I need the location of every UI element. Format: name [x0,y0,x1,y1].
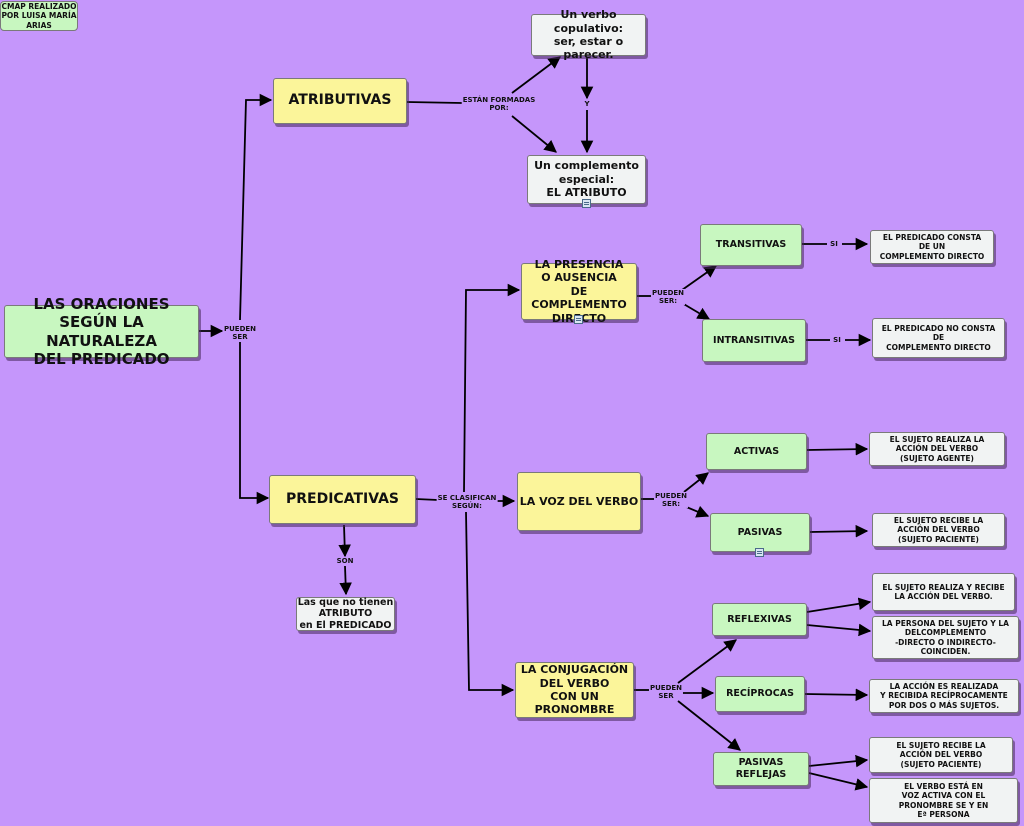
link-label-y: Y [583,99,591,109]
link-label-si-intransitivas: SI [832,335,842,345]
edge-reflexivas-def2 [806,623,872,637]
definition-pasivas-reflejas-1[interactable]: EL SUJETO RECIBE LA ACCIÓN DEL VERBO (SU… [869,737,1013,773]
concept-conjugacion[interactable]: LA CONJUGACIÓN DEL VERBO CON UN PRONOMBR… [515,662,634,718]
edge-pueden-activas [683,472,709,493]
edge-reflexivas-def1 [806,597,872,613]
link-label-pueden-ser-cd: PUEDEN SER: [650,288,686,306]
link-label-estan-formadas: ESTÁN FORMADAS POR: [461,95,537,113]
concept-complemento-especial[interactable]: Un complemento especial: EL ATRIBUTO [527,155,646,204]
link-label-pueden-ser-voz: PUEDEN SER: [653,491,689,509]
definition-reflexivas-1[interactable]: EL SUJETO REALIZA Y RECIBE LA ACCIÓN DEL… [872,573,1015,611]
definition-transitivas[interactable]: EL PREDICADO CONSTA DE UN COMPLEMENTO DI… [870,230,994,264]
resource-icon[interactable] [574,315,583,324]
concept-pasivas-reflejas[interactable]: PASIVAS REFLEJAS [713,752,809,786]
concept-reciprocas[interactable]: RECÍPROCAS [715,676,805,712]
resource-icon[interactable] [582,199,591,208]
concept-predicativas[interactable]: PREDICATIVAS [269,475,416,524]
edge-predicativas-seclas [415,498,439,501]
concept-sin-atributo[interactable]: Las que no tienen ATRIBUTO en El PREDICA… [296,596,395,631]
edge-activas-def [806,442,869,456]
concept-reflexivas[interactable]: REFLEXIVAS [712,603,807,636]
edge-pasrefl-def1 [808,754,869,768]
concept-activas[interactable]: ACTIVAS [706,433,807,470]
concept-transitivas[interactable]: TRANSITIVAS [700,224,802,266]
definition-pasivas-reflejas-2[interactable]: EL VERBO ESTÁ EN VOZ ACTIVA CON EL PRONO… [869,778,1018,823]
edge-seclas-conjugacion [465,511,515,697]
concept-voz-verbo[interactable]: LA VOZ DEL VERBO [517,472,641,531]
link-label-pueden-ser: PUEDEN SER [222,324,258,342]
resource-icon[interactable] [755,548,764,557]
credit-note: CMAP REALIZADO POR LUISA MARÍA ARIAS [0,1,78,31]
concept-presencia-cd[interactable]: LA PRESENCIA O AUSENCIA DE COMPLEMENTO D… [521,258,637,325]
definition-activas[interactable]: EL SUJETO REALIZA LA ACCIÓN DEL VERBO (S… [869,432,1005,466]
edge-pueden-reflexivas [677,639,738,684]
edge-pasrefl-def2 [808,772,869,791]
edge-pueden-transitivas [681,265,718,291]
definition-reciprocas[interactable]: LA ACCIÓN ES REALIZADA Y RECIBIDA RECÍPR… [869,679,1019,713]
link-label-se-clasifican: SE CLASIFICAN SEGÚN: [436,493,498,511]
edge-pueden-intransitivas [681,302,711,320]
edge-reciprocas-def [804,688,869,702]
concept-verbo-copulativo[interactable]: Un verbo copulativo: ser, estar o parece… [531,8,646,61]
definition-pasivas[interactable]: EL SUJETO RECIBE LA ACCIÓN DEL VERBO (SU… [872,513,1005,547]
definition-intransitivas[interactable]: EL PREDICADO NO CONSTA DE COMPLEMENTO DI… [872,318,1005,358]
concept-atributivas[interactable]: ATRIBUTIVAS [273,78,407,124]
concept-pasivas[interactable]: PASIVAS [710,513,810,552]
link-label-son: SON [335,556,355,566]
edge-atributivas-estan [406,101,463,104]
concept-intransitivas[interactable]: INTRANSITIVAS [702,319,806,362]
edge-pueden-atributivas [239,93,273,321]
edge-pueden-pasrefl [677,700,741,751]
edge-estan-complemento [511,115,557,153]
edge-predicativas-son [338,524,351,558]
edge-son-sinatributo [339,565,352,596]
edge-pasivas-def [809,524,869,538]
link-label-si-transitivas: SI [829,239,839,249]
edge-pueden-predicativas [239,342,270,505]
edge-seclas-presencia [463,283,521,493]
edge-estan-copulativo [511,56,562,94]
definition-reflexivas-2[interactable]: LA PERSONA DEL SUJETO Y LA DELCOMPLEMENT… [872,616,1019,659]
concept-root[interactable]: LAS ORACIONES SEGÚN LA NATURALEZA DEL PR… [4,295,199,368]
link-label-pueden-ser-conj: PUEDEN SER [648,683,684,701]
